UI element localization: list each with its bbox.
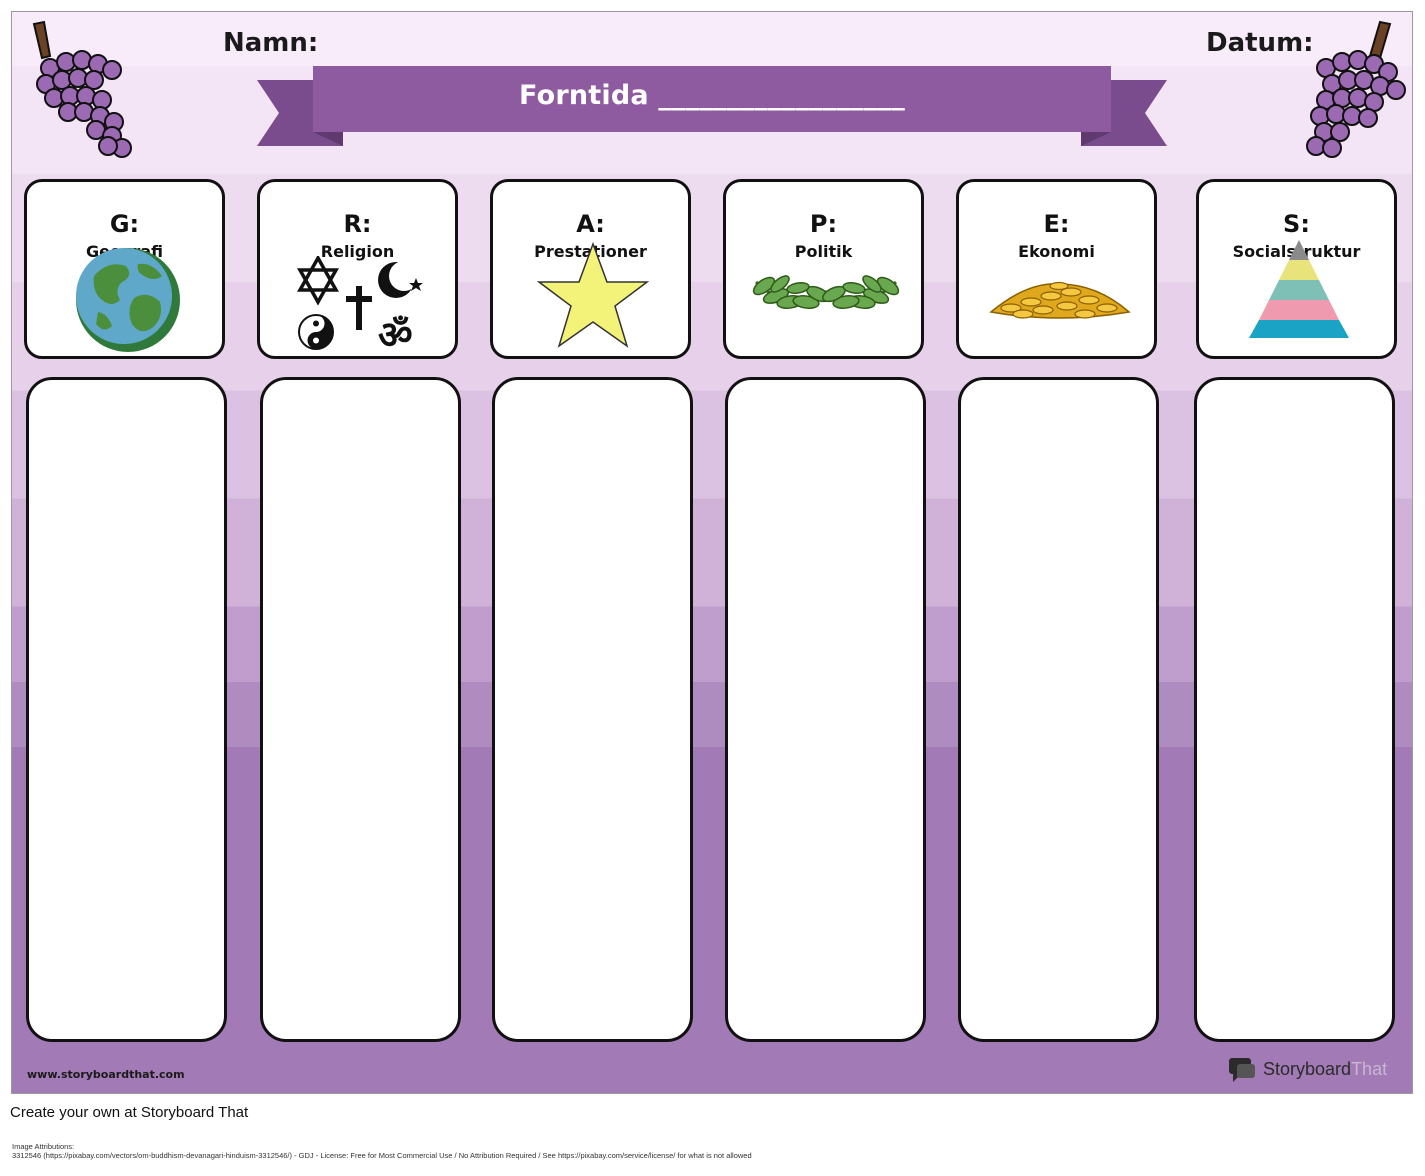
brand-story: Storyboard xyxy=(1263,1058,1352,1079)
name-label: Namn: xyxy=(223,28,319,58)
category-letter: E: xyxy=(1043,210,1070,238)
category-card-politik: P: Politik xyxy=(723,179,924,359)
category-card-geografi: G: Geografi xyxy=(24,179,225,359)
create-your-own-link[interactable]: Create your own at Storyboard That xyxy=(10,1104,249,1121)
pyramid-icon xyxy=(1249,240,1349,338)
category-name: Politik xyxy=(794,242,853,261)
worksheet: Namn: Datum: Forntida __________________… xyxy=(11,11,1413,1094)
religious-symbols-icon: ॐ xyxy=(297,256,423,352)
writing-box-religion[interactable] xyxy=(260,377,461,1042)
laurel-wreath-icon xyxy=(752,275,900,309)
date-label: Datum: xyxy=(1206,28,1314,58)
worksheet-title: Forntida __________________ xyxy=(519,80,905,111)
category-letter: P: xyxy=(809,210,838,238)
category-letter: S: xyxy=(1283,210,1310,238)
writing-box-geografi[interactable] xyxy=(26,377,227,1042)
speech-bubble-icon xyxy=(1229,1058,1255,1082)
globe-icon xyxy=(76,248,180,352)
attribution-text: 3312546 (https://pixabay.com/vectors/om-… xyxy=(12,1151,752,1160)
category-card-socialstruktur: S: Socialstruktur xyxy=(1196,179,1397,359)
svg-text:ॐ: ॐ xyxy=(378,313,413,352)
category-card-religion: R: Religion ॐ xyxy=(257,179,458,359)
storyboardthat-logo[interactable]: StoryboardThat xyxy=(1227,1055,1387,1083)
brand-that: That xyxy=(1351,1058,1388,1079)
category-name: Ekonomi xyxy=(1018,242,1095,261)
grapes-icon xyxy=(32,20,132,158)
site-url[interactable]: www.storyboardthat.com xyxy=(27,1068,185,1081)
grapes-icon xyxy=(1306,20,1406,158)
star-icon xyxy=(537,242,649,348)
writing-box-ekonomi[interactable] xyxy=(958,377,1159,1042)
ribbon-shape xyxy=(257,66,1167,146)
attributions-heading: Image Attributions: xyxy=(12,1142,75,1151)
writing-box-socialstruktur[interactable] xyxy=(1194,377,1395,1042)
writing-box-politik[interactable] xyxy=(725,377,926,1042)
writing-box-prestationer[interactable] xyxy=(492,377,693,1042)
category-card-ekonomi: E: Ekonomi xyxy=(956,179,1157,359)
title-banner: Forntida __________________ xyxy=(257,66,1167,148)
category-letter: R: xyxy=(343,210,372,238)
category-card-prestationer: A: Prestationer xyxy=(490,179,691,359)
category-letter: A: xyxy=(576,210,605,238)
category-name: Religion xyxy=(320,242,395,261)
gold-coins-icon xyxy=(989,281,1131,319)
category-letter: G: xyxy=(109,210,140,238)
